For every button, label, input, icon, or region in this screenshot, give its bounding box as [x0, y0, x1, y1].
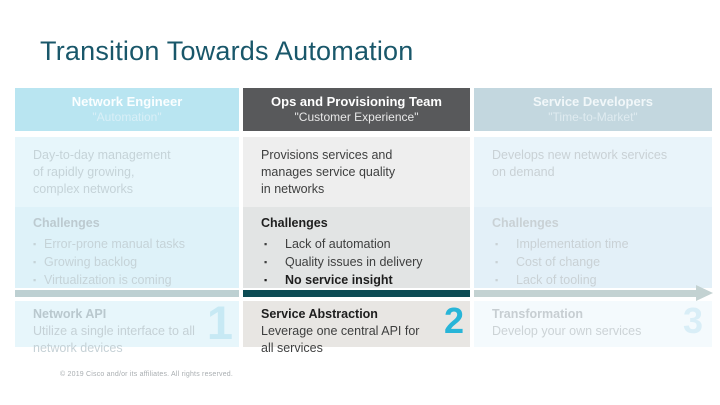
challenges-heading: Challenges	[492, 216, 559, 230]
arrow-right-icon	[696, 285, 713, 301]
step-body: Leverage one central API for all service…	[261, 324, 420, 355]
challenge-item: Lack of tooling	[492, 271, 704, 289]
challenge-item-emphasized: No service insight	[261, 271, 462, 289]
challenge-item: Quality issues in delivery	[261, 253, 462, 271]
column-header-ops-provisioning-team: Ops and Provisioning Team "Customer Expe…	[243, 88, 470, 131]
column-header-title: Service Developers	[533, 94, 653, 109]
step-number: 2	[443, 300, 464, 341]
step-number: 1	[206, 296, 233, 349]
page-title: Transition Towards Automation	[40, 36, 414, 66]
challenge-item: Virtualization is coming	[33, 271, 231, 289]
challenge-item: Growing backlog	[33, 253, 231, 271]
step-number: 3	[682, 300, 703, 341]
column-header-title: Network Engineer	[71, 94, 183, 109]
challenges-list: Implementation time Cost of change Lack …	[492, 235, 704, 289]
column-header-subtitle: "Customer Experience"	[294, 110, 419, 124]
column-header-subtitle: "Time-to-Market"	[548, 110, 638, 124]
step-title: Service Abstraction	[261, 307, 378, 321]
copyright-footer: © 2019 Cisco and/or its affiliates. All …	[60, 371, 234, 378]
progress-band-segment-3	[474, 290, 696, 297]
column-header-service-developers: Service Developers "Time-to-Market"	[474, 88, 712, 131]
step-title: Network API	[33, 307, 107, 321]
column-header-subtitle: "Automation"	[92, 110, 162, 124]
column-header-network-engineer: Network Engineer "Automation"	[15, 88, 239, 131]
challenge-item: Implementation time	[492, 235, 704, 253]
description-network-engineer: Day-to-day management of rapidly growing…	[15, 137, 239, 207]
challenges-list: Error-prone manual tasks Growing backlog…	[33, 235, 231, 289]
step-network-api: Network API Utilize a single interface t…	[15, 296, 239, 355]
progress-band-segment-1	[15, 290, 239, 297]
challenge-item: Cost of change	[492, 253, 704, 271]
step-transformation: Transformation Develop your own services…	[474, 301, 712, 347]
description-service-developers: Develops new network services on demand	[474, 137, 712, 207]
challenges-list: Lack of automation Quality issues in del…	[261, 235, 462, 289]
challenges-network-engineer: Challenges Error-prone manual tasks Grow…	[15, 207, 239, 289]
challenges-heading: Challenges	[261, 216, 328, 230]
description-ops-provisioning-team: Provisions services and manages service …	[243, 137, 470, 207]
column-header-title: Ops and Provisioning Team	[271, 94, 442, 109]
challenge-item: Lack of automation	[261, 235, 462, 253]
step-title: Transformation	[492, 307, 583, 321]
progress-band-segment-2	[243, 290, 470, 297]
challenges-ops-provisioning-team: Challenges Lack of automation Quality is…	[243, 207, 470, 289]
challenges-heading: Challenges	[33, 216, 100, 230]
step-body: Utilize a single interface to all networ…	[33, 324, 195, 355]
challenges-service-developers: Challenges Implementation time Cost of c…	[474, 207, 712, 289]
challenge-item: Error-prone manual tasks	[33, 235, 231, 253]
step-body: Develop your own services	[492, 324, 642, 338]
step-service-abstraction: Service Abstraction Leverage one central…	[243, 300, 470, 355]
